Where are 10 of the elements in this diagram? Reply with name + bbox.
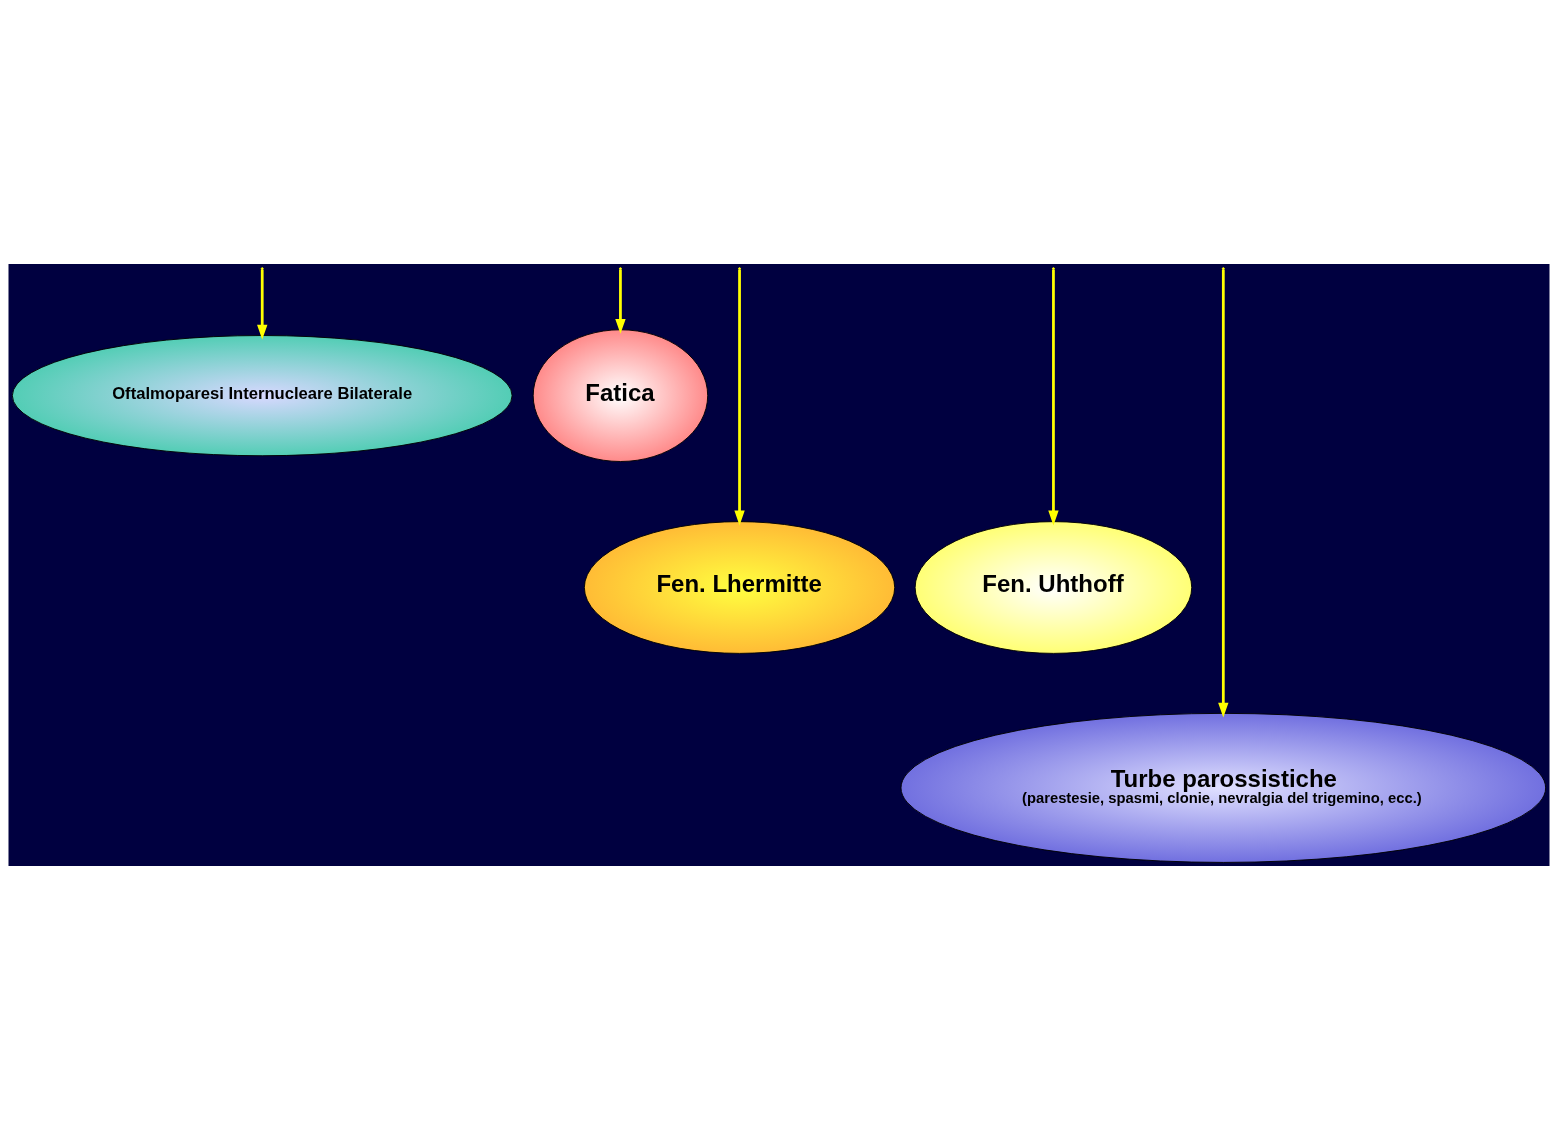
arrow: [734, 269, 745, 526]
node-ellipse: Fatica: [532, 329, 709, 462]
arrow: [1048, 269, 1059, 526]
node-ellipse: Fen. Lhermitte: [583, 521, 896, 654]
arrow: [1218, 269, 1229, 718]
node-ellipse: Fen. Uhthoff: [914, 521, 1193, 654]
arrow: [615, 269, 626, 334]
node-ellipse: Oftalmoparesi Internucleare Bilaterale: [11, 335, 513, 457]
node-ellipse: Turbe parossistiche (parestesie, spasmi, clonie, nevralgia del trigemino, ecc.): [900, 712, 1547, 863]
arrow: [257, 269, 268, 340]
